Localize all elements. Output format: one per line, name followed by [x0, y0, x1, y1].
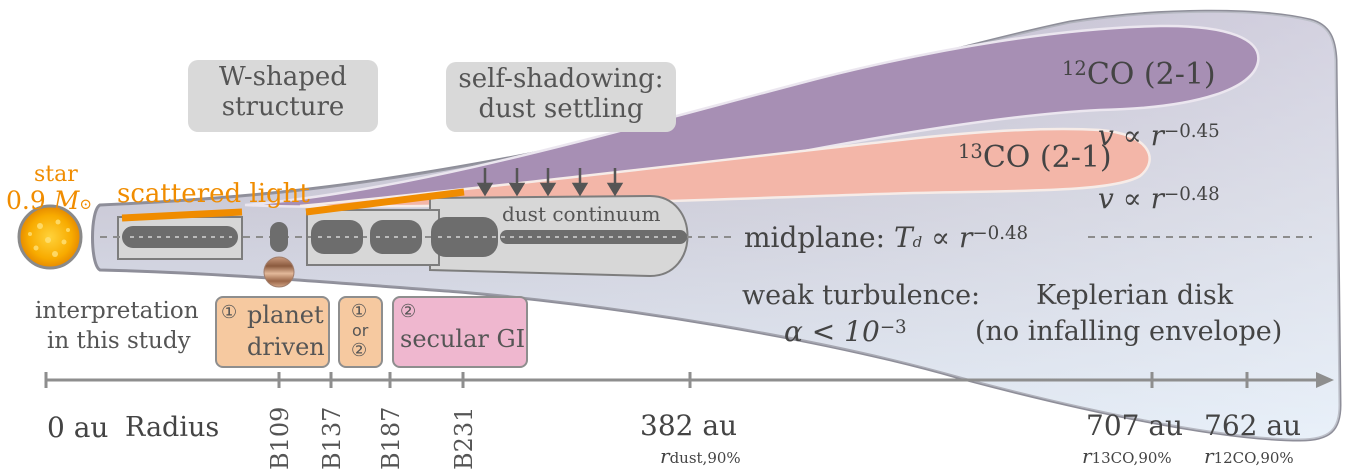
- r707-sym: r: [1082, 444, 1092, 468]
- midplane-prefix: midplane:: [744, 221, 886, 254]
- self-shadowing-box: self-shadowing: dust settling: [446, 62, 676, 132]
- midplane-label: midplane: Td ∝ r−0.48: [744, 224, 1028, 252]
- star-speckles: [28, 219, 70, 257]
- settling-arrows: [476, 168, 624, 197]
- either-box-or: or: [352, 321, 369, 340]
- w-shaped-line1: W-shaped: [219, 62, 347, 92]
- star-mass-value: 0.9: [6, 186, 46, 215]
- down-arrow-icon: [539, 168, 557, 197]
- r382-sub: dust,90%: [669, 449, 741, 467]
- midplane-temp-sub: d: [912, 233, 923, 251]
- planet-box-line2: driven: [247, 333, 325, 361]
- scattered-light-label: scattered light: [117, 179, 310, 209]
- velocity-13co-exp: −0.48: [1163, 183, 1220, 205]
- ring-b109-blob: [270, 222, 288, 252]
- star-mass: 0.9 M⊙: [6, 188, 92, 213]
- down-arrow-icon: [476, 168, 494, 197]
- scattered-light-outer: [305, 188, 465, 216]
- velocity-12co: v ∝ r−0.45: [1098, 122, 1220, 150]
- turbulence-alpha: α < 10: [784, 315, 880, 348]
- co12-label: 12CO (2-1): [1062, 57, 1216, 92]
- down-arrow-icon: [508, 168, 526, 197]
- axis-arrow-icon: [1316, 372, 1334, 388]
- secular-gi-box: ② secular GI: [392, 296, 528, 368]
- co13-label: 13CO (2-1): [958, 140, 1112, 175]
- star-mass-sub: ⊙: [79, 195, 92, 213]
- velocity-13co: v ∝ r−0.48: [1098, 185, 1220, 213]
- midplane-temp: T: [893, 221, 913, 254]
- star-mass-symbol: M: [53, 186, 80, 215]
- ring-label-b137: B137: [318, 406, 346, 470]
- axis-radius-label: Radius: [125, 412, 220, 443]
- velocity-13co-lhs: v ∝ r: [1098, 182, 1164, 215]
- r382-value: 382 au: [640, 409, 738, 442]
- scattered-light-inner: [121, 208, 243, 222]
- star-label: star: [34, 162, 78, 187]
- ring-b231-blob: [431, 217, 498, 257]
- planet-icon: [263, 256, 295, 288]
- turbulence-exp: −3: [879, 316, 907, 338]
- co12-text: CO (2-1): [1086, 57, 1216, 92]
- r707-symbol: r13CO,90%: [1082, 446, 1172, 466]
- r707-sub: 13CO,90%: [1091, 449, 1172, 467]
- r762-symbol: r12CO,90%: [1204, 446, 1294, 466]
- either-box-num1: ①: [351, 301, 368, 322]
- self-shadowing-line1: self-shadowing:: [458, 64, 664, 94]
- r762-value: 762 au: [1204, 409, 1302, 442]
- planet-box-line1: planet: [247, 301, 324, 329]
- planet-driven-box: ① planet driven: [215, 296, 330, 368]
- velocity-12co-lhs: v ∝ r: [1098, 119, 1164, 152]
- axis-zero-label: 0 au: [47, 411, 109, 444]
- co12-sup: 12: [1062, 57, 1087, 81]
- down-arrow-icon: [606, 168, 624, 197]
- interpretation-line1: interpretation: [35, 298, 199, 324]
- w-shaped-box: W-shaped structure: [188, 60, 378, 132]
- r382-sym: r: [660, 444, 670, 468]
- self-shadowing-line2: dust settling: [478, 94, 644, 124]
- co13-sup: 13: [958, 140, 983, 164]
- keplerian-line2: (no infalling envelope): [975, 316, 1283, 347]
- inner-disk-blob: [122, 226, 238, 248]
- gi-box-number: ②: [400, 301, 417, 322]
- velocity-12co-exp: −0.45: [1163, 120, 1220, 142]
- ring-label-b109: B109: [266, 406, 294, 470]
- co13-text: CO (2-1): [982, 140, 1112, 175]
- star-icon: [17, 204, 83, 270]
- planet-box-number: ①: [221, 302, 238, 323]
- disk-fade: [92, 11, 1340, 440]
- w-shaped-line2: structure: [221, 92, 345, 122]
- r707-value: 707 au: [1086, 409, 1184, 442]
- r762-sub: 12CO,90%: [1213, 449, 1294, 467]
- either-box-num2: ②: [351, 340, 368, 361]
- r382-symbol: rdust,90%: [660, 446, 741, 466]
- ring-label-b187: B187: [377, 406, 405, 470]
- r762-sym: r: [1204, 444, 1214, 468]
- gi-box-label: secular GI: [400, 325, 526, 353]
- midplane-exp: −0.48: [972, 222, 1029, 244]
- either-box: ① or ②: [338, 296, 383, 368]
- turbulence-line2: α < 10−3: [784, 318, 907, 346]
- midplane-rel: ∝ r: [931, 221, 973, 254]
- ring-label-b231: B231: [450, 406, 478, 470]
- interpretation-line2: in this study: [47, 328, 191, 354]
- axis-ticks: [44, 372, 1249, 388]
- down-arrow-icon: [571, 168, 589, 197]
- keplerian-line1: Keplerian disk: [1036, 280, 1234, 311]
- turbulence-line1: weak turbulence:: [742, 280, 981, 311]
- dust-continuum-label: dust continuum: [502, 202, 661, 226]
